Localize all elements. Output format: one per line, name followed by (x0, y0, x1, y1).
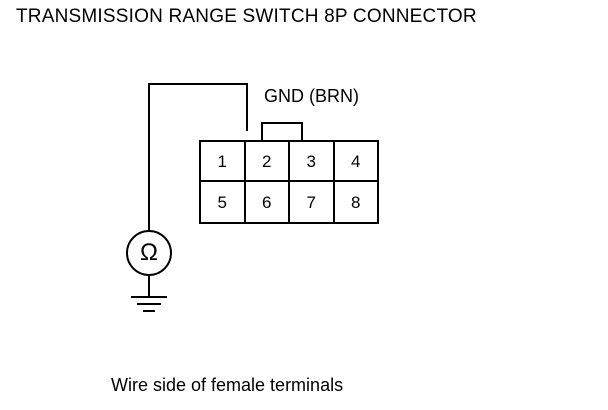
ground-symbol-bar-1 (131, 296, 167, 298)
ohmmeter-symbol: Ω (126, 230, 172, 276)
wire-segment-meter-to-ground (148, 276, 150, 296)
connector-latch-tab (261, 122, 303, 142)
connector-pin-1: 1 (201, 142, 246, 180)
wire-segment-vertical-to-connector (246, 83, 248, 131)
ground-symbol-bar-3 (143, 310, 155, 312)
connector-pin-3: 3 (290, 142, 335, 180)
connector-row-bottom: 5 6 7 8 (201, 182, 377, 222)
diagram-caption: Wire side of female terminals (111, 375, 344, 395)
wire-segment-vertical-to-meter (148, 83, 150, 236)
connector-8p-body: 1 2 3 4 5 6 7 8 (199, 140, 379, 224)
connector-row-top: 1 2 3 4 (201, 142, 377, 182)
page-title: TRANSMISSION RANGE SWITCH 8P CONNECTOR (16, 6, 477, 27)
connector-pin-7: 7 (290, 182, 335, 222)
ground-wire-label: GND (BRN) (264, 86, 359, 106)
connector-pin-6: 6 (246, 182, 290, 222)
connector-pin-2: 2 (246, 142, 290, 180)
connector-pin-8: 8 (351, 192, 361, 212)
connector-pin-5: 5 (201, 182, 246, 222)
ground-symbol-bar-2 (137, 303, 161, 305)
wire-segment-horizontal-top (148, 83, 248, 85)
connector-pin-4: 4 (351, 151, 361, 171)
